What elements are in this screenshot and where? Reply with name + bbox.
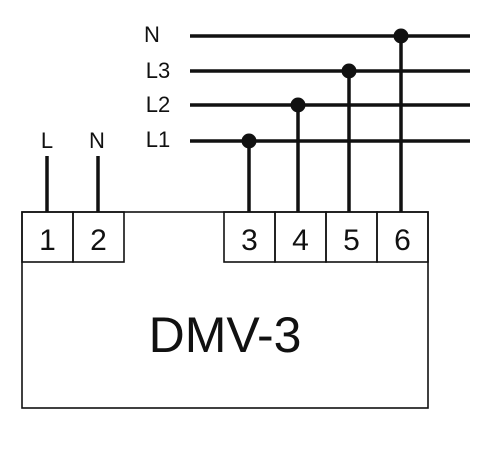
terminal-label-6: 6 <box>394 224 411 257</box>
bus-label-l1: L1 <box>146 127 170 152</box>
bus-label-l2: L2 <box>146 92 170 117</box>
supply-label-l: L <box>41 128 53 153</box>
junction-dot-l1 <box>241 133 257 149</box>
terminal-label-1: 1 <box>39 224 56 257</box>
terminal-label-2: 2 <box>90 224 107 257</box>
bus-label-l3: L3 <box>146 58 170 83</box>
terminal-label-4: 4 <box>292 224 309 257</box>
bus-label-n: N <box>144 22 160 47</box>
junction-dot-l2 <box>290 97 306 113</box>
junction-dot-l3 <box>341 63 357 79</box>
terminal-label-5: 5 <box>343 224 360 257</box>
terminal-group-right: 3 4 5 6 <box>223 211 429 263</box>
terminal-group-left: 1 2 <box>21 211 125 263</box>
supply-label-n: N <box>89 128 105 153</box>
terminal-label-3: 3 <box>241 224 258 257</box>
device-name: DMV-3 <box>149 307 302 363</box>
junction-dot-n <box>393 28 409 44</box>
